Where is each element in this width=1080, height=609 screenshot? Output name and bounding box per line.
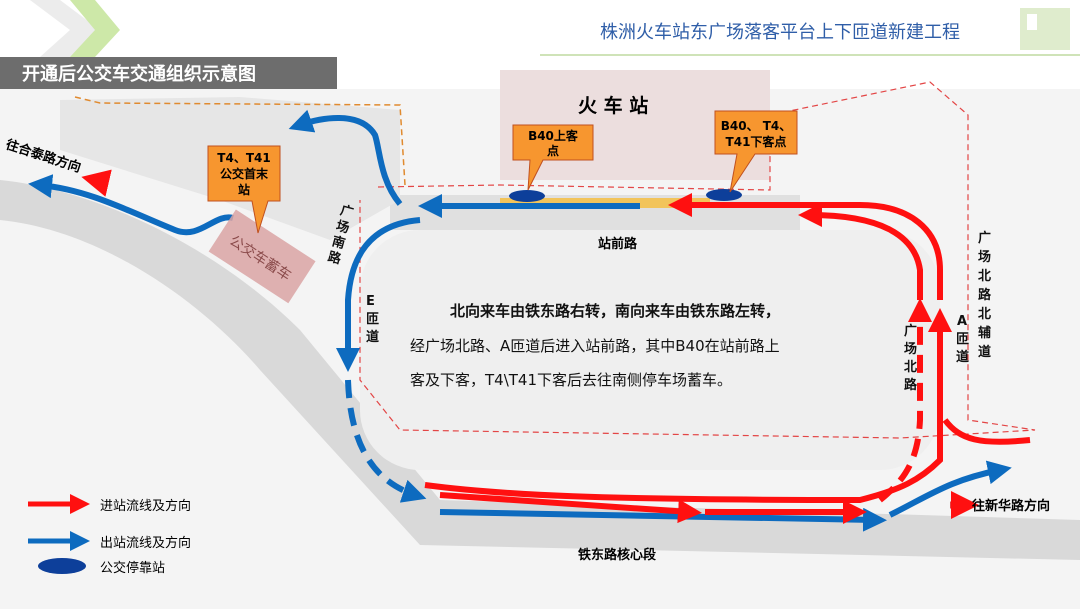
direction-arrow-hetai <box>81 169 112 197</box>
callout-terminal: T4、T41 公交首末 站 <box>207 145 281 234</box>
train-logo-icon <box>1020 8 1070 50</box>
road-label-tiedong: 铁东路核心段 <box>577 547 656 563</box>
svg-text:路: 路 <box>978 287 992 303</box>
road-label-guangchang-bei: 广 场 北 路 <box>904 323 918 393</box>
svg-text:A: A <box>957 314 967 329</box>
svg-text:匝: 匝 <box>956 332 969 347</box>
legend-outbound-label: 出站流线及方向 <box>100 535 191 551</box>
svg-text:T41下客点: T41下客点 <box>726 134 787 149</box>
road-label-guangchang-bei-aux: 广 场 北 路 北 辅 道 <box>978 230 992 360</box>
legend: 进站流线及方向 出站流线及方向 公交停靠站 <box>28 494 191 576</box>
svg-text:E: E <box>366 294 375 309</box>
svg-text:道: 道 <box>366 329 379 345</box>
svg-text:北: 北 <box>978 307 991 322</box>
station-label: 火 车 站 <box>578 94 648 117</box>
svg-text:南: 南 <box>330 233 347 252</box>
plaza-area <box>360 230 940 470</box>
svg-text:北: 北 <box>978 269 991 284</box>
inbound-route <box>942 418 1031 445</box>
description-line-3: 客及下客，T4\T41下客后去往南侧停车场蓄车。 <box>410 371 732 389</box>
svg-text:公交首末: 公交首末 <box>220 166 269 181</box>
legend-bus-stop-icon <box>38 558 86 574</box>
boundary-orange <box>74 96 406 186</box>
svg-text:B40上客: B40上客 <box>528 128 579 143</box>
callout-dropoff: B40、 T4、 T41下客点 <box>714 110 798 193</box>
bus-stop-dropoff <box>706 189 742 201</box>
svg-text:广: 广 <box>338 202 355 221</box>
svg-text:站: 站 <box>238 182 250 197</box>
bus-stop-b40 <box>509 190 545 202</box>
road-label-ramp-a: A 匝 道 <box>956 314 969 365</box>
boundary-red <box>359 81 1036 439</box>
description-line-2: 经广场北路、A匝道后进入站前路，其中B40在站前路上 <box>410 337 780 355</box>
outbound-route <box>288 109 403 206</box>
inbound-route <box>439 492 702 524</box>
project-title: 株洲火车站东广场落客平台上下匝道新建工程 <box>600 22 960 43</box>
svg-text:广: 广 <box>904 323 917 339</box>
svg-text:路: 路 <box>326 249 344 268</box>
outbound-route-dashed <box>345 379 427 503</box>
outbound-route <box>336 217 421 372</box>
callout-b40-pickup: B40上客 点 <box>512 124 594 191</box>
svg-text:场: 场 <box>334 219 350 237</box>
outbound-route <box>439 507 887 532</box>
chevron-decoration <box>30 0 100 57</box>
svg-text:T4、T41: T4、T41 <box>217 151 270 165</box>
road-label-ramp-e: E 匝 道 <box>366 294 379 345</box>
svg-text:场: 场 <box>978 250 991 265</box>
outbound-route <box>888 460 1012 518</box>
legend-bus-stop-label: 公交停靠站 <box>100 560 165 576</box>
svg-text:匝: 匝 <box>366 312 379 327</box>
svg-text:道: 道 <box>956 349 969 365</box>
road-label-guangchang-nan: 广 场 南 路 <box>326 202 355 268</box>
description-line-1: 北向来车由铁东路右转，南向来车由铁东路左转， <box>450 302 780 320</box>
svg-text:场: 场 <box>904 342 917 357</box>
svg-text:辅: 辅 <box>978 325 991 341</box>
svg-text:道: 道 <box>978 344 991 360</box>
inbound-route <box>798 203 923 300</box>
svg-text:路: 路 <box>904 377 918 393</box>
legend-inbound-label: 进站流线及方向 <box>100 498 191 514</box>
road-label-zhanqian: 站前路 <box>598 236 638 252</box>
inbound-route <box>424 308 952 504</box>
svg-text:点: 点 <box>547 143 559 158</box>
svg-text:北: 北 <box>904 360 917 375</box>
direction-label-xinhua: 往新华路方向 <box>972 498 1050 514</box>
svg-text:广: 广 <box>978 230 991 246</box>
road-area <box>0 180 1080 560</box>
inbound-route-dashed <box>878 298 932 503</box>
svg-text:B40、 T4、: B40、 T4、 <box>721 119 792 133</box>
section-title: 开通后公交车交通组织示意图 <box>22 63 256 85</box>
outbound-route <box>28 174 234 236</box>
chevron-decoration <box>70 0 120 57</box>
section-title-bar <box>0 57 337 89</box>
inbound-route <box>668 193 943 300</box>
